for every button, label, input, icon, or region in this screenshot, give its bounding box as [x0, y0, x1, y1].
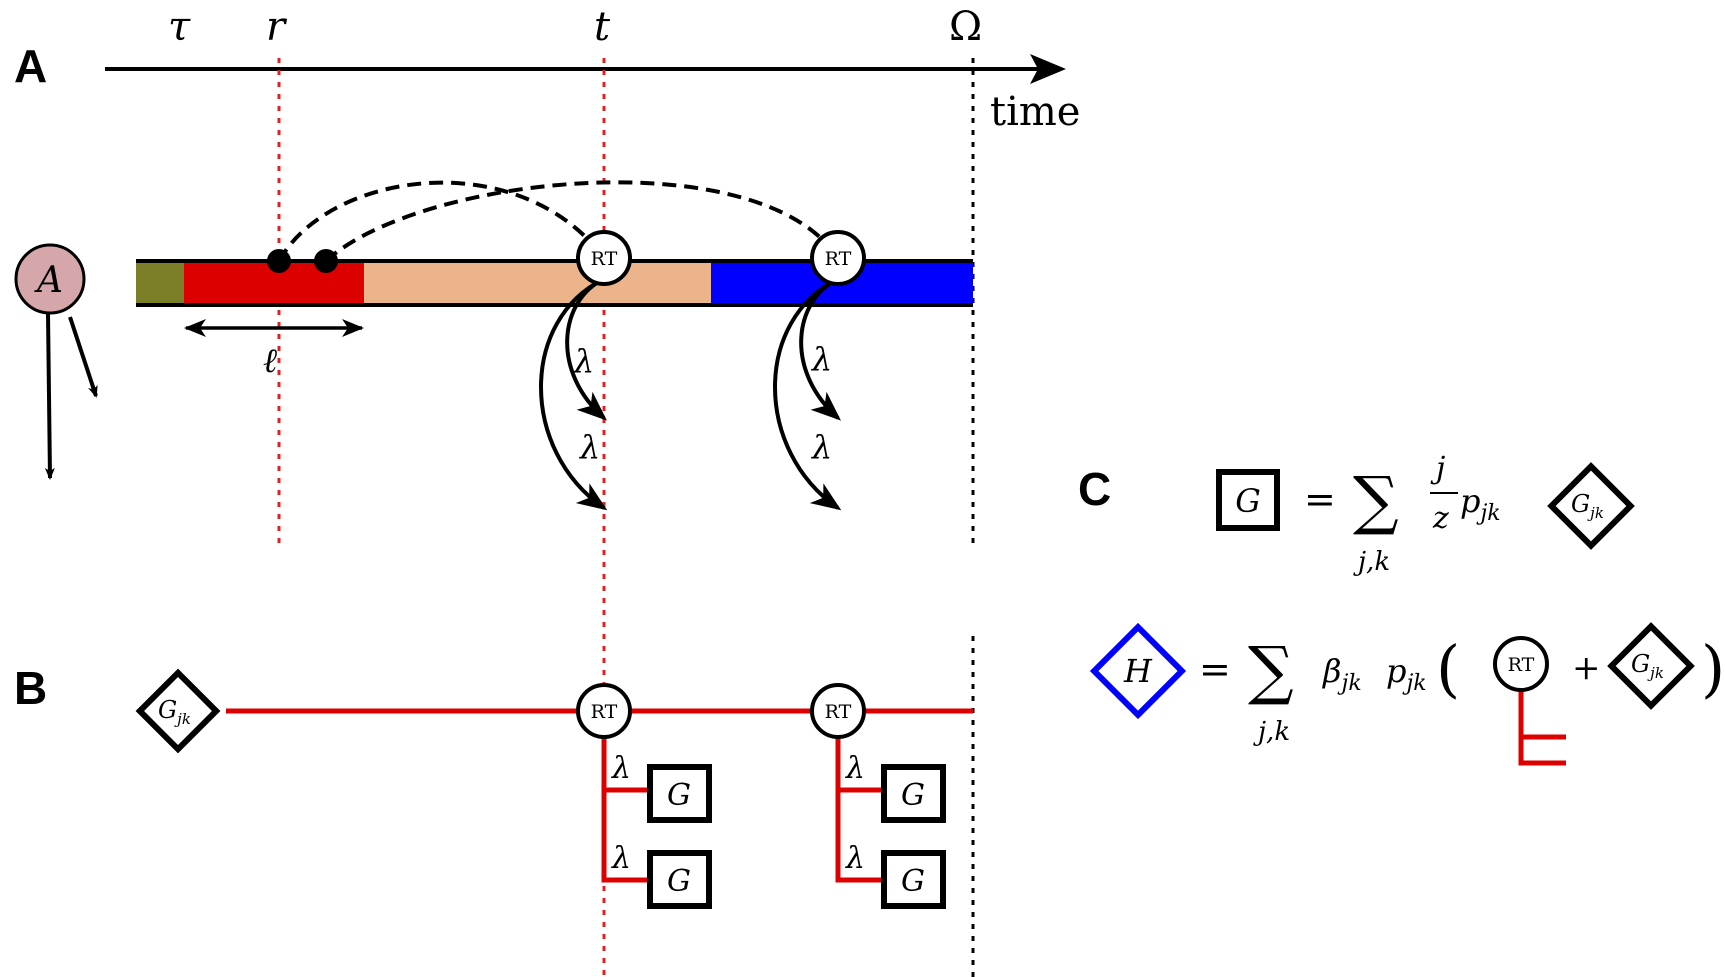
rt-node-b1 — [576, 683, 632, 739]
rt-node-b2 — [810, 683, 866, 739]
eq1-sum: ∑ — [1353, 464, 1399, 538]
eq2-h-label: H — [1123, 652, 1153, 690]
panel-label-b: B — [14, 662, 47, 714]
eq1-p: pjk — [1460, 482, 1501, 526]
eq2-rt-label: RT — [1508, 654, 1535, 676]
eq1-g-box — [1216, 469, 1280, 531]
b-rt1-box-2-label: G — [667, 864, 691, 899]
source-diamond — [135, 668, 221, 754]
eq2-diamond-label: Gjk — [1631, 650, 1664, 682]
b-rt2-lambda-2: λ — [845, 841, 865, 876]
t-label: t — [594, 4, 611, 50]
rt-node-a2-label: RT — [825, 248, 852, 270]
eq2-p: pjk — [1386, 652, 1427, 696]
rt2-arrow-long — [773, 277, 842, 511]
eq1-g-label: G — [1235, 482, 1261, 520]
segment-tan — [364, 261, 711, 305]
eq2-diamond — [1607, 622, 1695, 710]
dashed-arc-1 — [277, 180, 606, 262]
rt1-lambda-2: λ — [578, 428, 600, 466]
r-label: r — [266, 4, 288, 50]
rt-node-b2-label: RT — [825, 701, 852, 723]
b-rt1-box-1-label: G — [667, 778, 691, 813]
rt1-arrow-long — [539, 277, 608, 511]
eq1-frac-num: j — [1430, 451, 1445, 486]
panel-label-a: A — [14, 40, 47, 92]
eq2-beta: βjk — [1322, 652, 1362, 696]
time-label: time — [990, 89, 1080, 135]
eq2-rt-node — [1493, 636, 1549, 692]
event-dot-1 — [267, 249, 291, 273]
rt2-lambda-1: λ — [810, 340, 832, 378]
node-a-arrow-long — [44, 312, 55, 480]
eq2-h-diamond — [1089, 622, 1187, 720]
rt1-branch — [601, 711, 650, 883]
b-rt2-lambda-1: λ — [845, 751, 865, 786]
b-rt2-box-2 — [881, 850, 946, 909]
eq2-close-paren: ) — [1701, 632, 1725, 705]
omega-label: Ω — [949, 4, 982, 50]
ell-label: ℓ — [263, 341, 277, 381]
segment-olive — [136, 261, 184, 305]
eq1-diamond — [1547, 462, 1635, 550]
b-rt2-box-1 — [881, 764, 946, 823]
source-diamond-label: Gjk — [158, 696, 191, 728]
eq1-diamond-label: Gjk — [1571, 490, 1604, 522]
rt-node-a2 — [810, 230, 866, 286]
rt-node-a1 — [576, 230, 632, 286]
b-rt1-box-1 — [647, 764, 712, 823]
time-axis-arrowhead — [1030, 54, 1066, 84]
eq1-sum-index: j,k — [1353, 547, 1390, 577]
rt-node-a1-label: RT — [591, 248, 618, 270]
b-rt2-box-2-label: G — [901, 864, 925, 899]
b-rt1-lambda-1: λ — [611, 751, 631, 786]
node-a-arrow-short — [68, 316, 98, 398]
tau-label: τ — [168, 4, 191, 50]
eq2-plus: + — [1572, 648, 1601, 688]
b-rt1-box-2 — [647, 850, 712, 909]
eq2-equals: = — [1199, 647, 1231, 691]
node-a-label: A — [34, 260, 63, 301]
b-rt2-box-1-label: G — [901, 778, 925, 813]
rt1-lambda-1: λ — [572, 342, 594, 380]
eq2-sum-index: j,k — [1253, 717, 1290, 747]
b-rt1-lambda-2: λ — [611, 841, 631, 876]
eq1-frac-den: z — [1432, 501, 1449, 536]
rt-node-b1-label: RT — [591, 701, 618, 723]
eq2-mini-tree — [1518, 690, 1566, 766]
eq1-equals: = — [1304, 477, 1336, 521]
rt2-branch — [835, 711, 884, 883]
eq2-open-paren: ( — [1436, 632, 1460, 705]
dashed-arc-2 — [324, 180, 840, 263]
eq2-sum: ∑ — [1248, 634, 1294, 708]
rt2-lambda-2: λ — [810, 428, 832, 466]
panel-label-c: C — [1078, 463, 1111, 515]
event-dot-2 — [314, 249, 338, 273]
